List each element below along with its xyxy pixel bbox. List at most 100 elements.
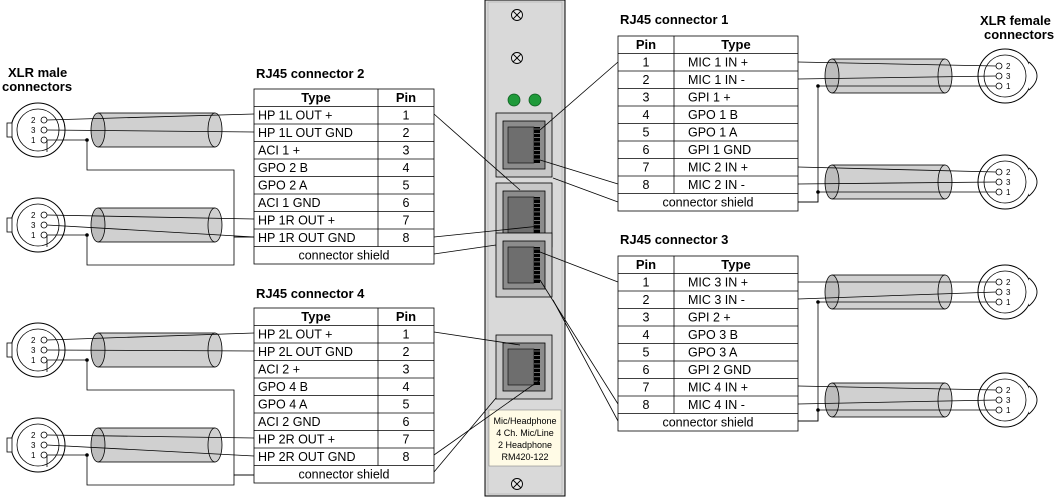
signal-type-cell: ACI 1 + <box>258 144 300 158</box>
screw-icon <box>511 52 523 64</box>
module-panel: Mic/Headphone 4 Ch. Mic/Line 2 Headphone… <box>484 0 566 497</box>
signal-type-cell: HP 1R OUT GND <box>258 231 355 245</box>
pin-column-header: Pin <box>636 257 656 272</box>
wire <box>539 251 619 283</box>
pin-label: 1 <box>31 356 36 365</box>
pin-number-cell: 3 <box>403 363 410 377</box>
wire <box>552 299 619 422</box>
pin-number-cell: 3 <box>403 144 410 158</box>
pin-label: 3 <box>31 221 36 230</box>
pin-label: 3 <box>31 126 36 135</box>
type-column-header: Type <box>301 309 330 324</box>
signal-type-cell: ACI 2 + <box>258 363 300 377</box>
xlr-male-title-line1: XLR male <box>8 65 67 80</box>
connector-shield-cell: connector shield <box>298 468 389 482</box>
wire <box>433 379 541 456</box>
signal-type-cell: GPO 4 A <box>258 398 308 412</box>
signal-type-cell: GPO 4 B <box>258 380 308 394</box>
signal-type-cell: ACI 2 GND <box>258 415 321 429</box>
connector-3-title: RJ45 connector 3 <box>620 232 728 247</box>
type-column-header: Type <box>721 37 750 52</box>
xlr-male-connector: 231 <box>6 417 255 486</box>
pin-number-cell: 3 <box>643 311 650 325</box>
type-column-header: Type <box>301 90 330 105</box>
pin-number-cell: 4 <box>643 328 650 342</box>
pin-label: 3 <box>1006 178 1011 187</box>
pin-number-cell: 3 <box>643 91 650 105</box>
xlr-female-connector: 231 <box>797 372 1038 428</box>
signal-type-cell: GPO 1 B <box>688 108 738 122</box>
pin-number-cell: 1 <box>643 56 650 70</box>
xlr-male-connector: 231 <box>6 322 255 476</box>
screw-icon <box>511 478 523 490</box>
pin-number-cell: 2 <box>643 293 650 307</box>
pin-number-cell: 4 <box>403 380 410 394</box>
pin-label: 1 <box>31 231 36 240</box>
pin-label: 1 <box>1006 406 1011 415</box>
pin-number-cell: 7 <box>403 214 410 228</box>
led-indicator <box>528 93 542 107</box>
pin-number-cell: 6 <box>643 363 650 377</box>
connector-2-title: RJ45 connector 2 <box>256 66 364 81</box>
pin-number-cell: 5 <box>403 398 410 412</box>
signal-type-cell: HP 2L OUT GND <box>258 345 353 359</box>
signal-type-cell: GPI 2 GND <box>688 363 751 377</box>
signal-type-cell: GPO 3 A <box>688 346 738 360</box>
pin-number-cell: 2 <box>403 345 410 359</box>
signal-type-cell: GPO 1 A <box>688 126 738 140</box>
pin-label: 1 <box>31 451 36 460</box>
pin-label: 2 <box>1006 386 1011 395</box>
module-label-line4: RM420-122 <box>501 452 548 462</box>
wire <box>539 61 619 131</box>
signal-type-cell: GPI 1 GND <box>688 143 751 157</box>
screw-icon <box>511 9 523 21</box>
type-column-header: Type <box>721 257 750 272</box>
wire <box>552 177 619 203</box>
pin-label: 1 <box>1006 188 1011 197</box>
xlr-female-title-line2: connectors <box>984 27 1054 42</box>
signal-type-cell: MIC 3 IN + <box>688 276 748 290</box>
pin-label: 2 <box>31 211 36 220</box>
pin-number-cell: 2 <box>643 73 650 87</box>
wire <box>433 397 497 473</box>
xlr-female-connector: 231 <box>797 264 1038 422</box>
pin-column-header: Pin <box>396 90 416 105</box>
pin-label: 2 <box>31 431 36 440</box>
wire <box>433 331 521 346</box>
pin-number-cell: 1 <box>403 328 410 342</box>
pin-number-cell: 6 <box>403 415 410 429</box>
signal-type-cell: MIC 4 IN + <box>688 381 748 395</box>
pin-label: 2 <box>31 336 36 345</box>
signal-type-cell: HP 1R OUT + <box>258 214 335 228</box>
pin-number-cell: 8 <box>643 178 650 192</box>
pin-label: 3 <box>31 346 36 355</box>
rj45-port-1 <box>495 112 553 178</box>
led-indicator <box>507 93 521 107</box>
pin-label: 3 <box>1006 288 1011 297</box>
pin-label: 3 <box>1006 72 1011 81</box>
xlr-female-connector: 231 <box>797 154 1038 210</box>
signal-type-cell: HP 2R OUT GND <box>258 450 355 464</box>
pin-number-cell: 1 <box>643 276 650 290</box>
xlr-male-connector: 231 <box>6 197 255 266</box>
rj45-port-3 <box>495 232 553 298</box>
pin-label: 1 <box>1006 298 1011 307</box>
pin-label: 2 <box>31 116 36 125</box>
xlr-female-title-line1: XLR female <box>980 13 1051 28</box>
signal-type-cell: HP 1L OUT + <box>258 109 332 123</box>
pin-number-cell: 7 <box>643 381 650 395</box>
pin-number-cell: 5 <box>403 179 410 193</box>
signal-type-cell: GPO 3 B <box>688 328 738 342</box>
module-label-line2: 4 Ch. Mic/Line <box>496 428 554 438</box>
pin-label: 2 <box>1006 168 1011 177</box>
pin-label: 1 <box>31 136 36 145</box>
signal-type-cell: MIC 4 IN - <box>688 398 745 412</box>
pin-label: 2 <box>1006 62 1011 71</box>
signal-type-cell: MIC 2 IN - <box>688 178 745 192</box>
pin-number-cell: 4 <box>403 161 410 175</box>
pin-column-header: Pin <box>636 37 656 52</box>
signal-type-cell: GPI 2 + <box>688 311 731 325</box>
